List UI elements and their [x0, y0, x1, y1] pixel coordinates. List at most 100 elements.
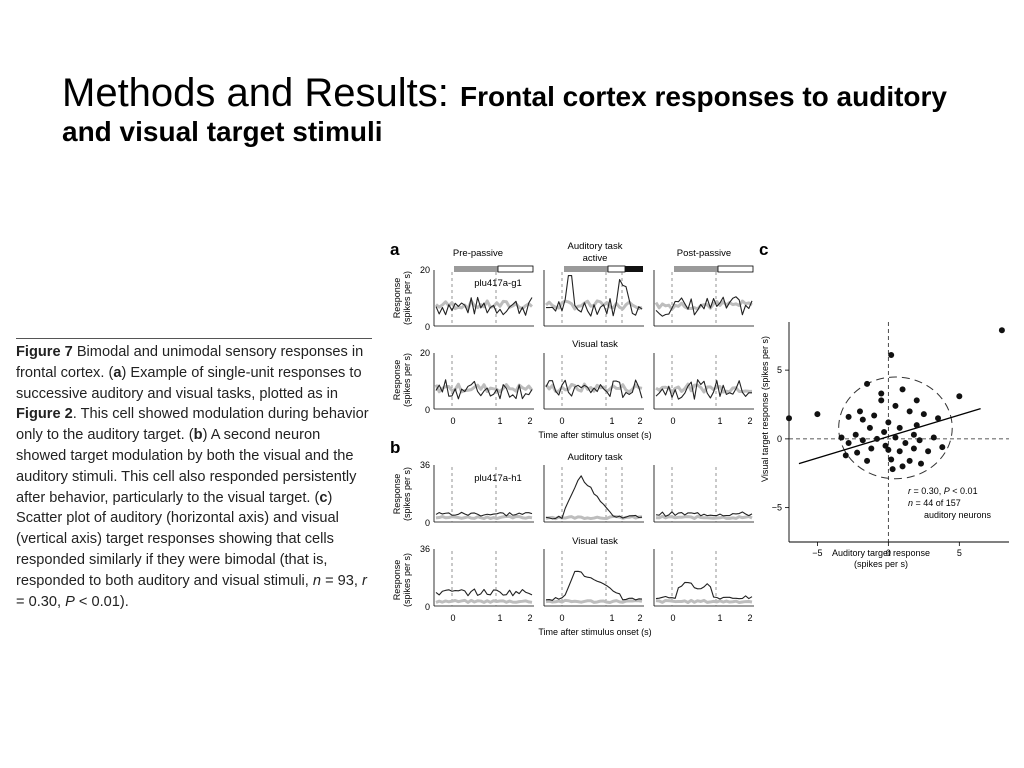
scatter-ytick-label-1: 0 [777, 434, 782, 444]
caption-part-b-text: A second neuron showed target modulation… [16, 427, 357, 506]
scatter-point-23 [845, 440, 852, 446]
scatter-point-1 [786, 415, 792, 422]
trace-panel-a2-post [653, 353, 754, 410]
scatter-xlabel-2: (spikes per s) [854, 559, 908, 569]
scatter-xtick-label-1: 0 [886, 548, 891, 558]
scatter-point-31 [925, 448, 932, 455]
slide-title-sub: Frontal cortex responses to auditory and… [62, 81, 947, 147]
trace-panel-b2-pre-baseline-band [435, 598, 533, 604]
scatter-point-26 [892, 434, 899, 441]
figure-caption: Figure 7 Bimodal and unimodal sensory re… [16, 338, 372, 612]
trace-panel-a2-post-trace [655, 379, 753, 400]
cell-id-b: plu417a-h1 [474, 473, 522, 484]
scatter-ytick-label-0: −5 [772, 503, 782, 513]
stim-bar-aud-gray [564, 266, 608, 272]
stim-bar-aud-white [607, 265, 626, 273]
scatter-point-3 [888, 352, 895, 358]
caption-stat-r-sym: r [362, 572, 367, 589]
trace-panel-b2-aud [543, 549, 644, 607]
trace-panel-a2-pre-trace [435, 379, 533, 400]
caption-stat-n-val: = 93, [321, 572, 363, 589]
scatter-point-14 [906, 408, 913, 415]
trace-panel-b1-pre-baseline-band [435, 514, 533, 521]
scatter-point-21 [852, 431, 859, 438]
trace-panel-a1-post [653, 270, 754, 327]
scatter-point-6 [878, 390, 885, 397]
scatter-point-12 [871, 412, 878, 419]
col-header-auditory: Auditory task [568, 241, 623, 252]
panel-c-scatter: Visual target response (spikes per s) Au… [760, 322, 1009, 569]
xtick-a-2-2: 2 [637, 416, 642, 426]
xtick-b-2-0: 0 [559, 613, 564, 623]
xtick-b-3-2: 2 [747, 613, 752, 623]
scatter-point-35 [868, 445, 875, 452]
panel-b-label: b [390, 438, 400, 457]
xtick-b-1-2: 2 [527, 613, 532, 623]
scatter-point-47 [910, 431, 917, 438]
caption-part-a-text-1: Example of single-unit responses to succ… [16, 364, 362, 402]
trace-panel-a2-aud-baseline-band [544, 382, 643, 394]
scatter-point-42 [889, 466, 896, 473]
trace-panel-b2-aud-baseline-band [545, 598, 643, 605]
ytick-a1-top: 20 [420, 265, 430, 275]
caption-stat-n-sym: n [312, 572, 322, 589]
scatter-point-10 [845, 413, 852, 420]
scatter-confidence-ellipse [838, 376, 953, 480]
trace-panel-a1-aud [543, 270, 644, 327]
scatter-xtick-label-2: 5 [957, 548, 962, 558]
panel-a-label: a [390, 240, 400, 259]
stim-bar-pre-white [497, 265, 534, 273]
trace-panel-a1-pre-trace [435, 296, 533, 316]
trace-panel-a2-aud-trace [545, 379, 643, 399]
svg-text:Response: Response [392, 360, 402, 401]
caption-stat-p-sym: P [65, 593, 75, 610]
caption-part-a-ref: Figure 2 [16, 406, 73, 423]
trace-panel-b2-post-trace [655, 581, 753, 600]
ylabel-a1: Response (spikes per s) [392, 271, 412, 325]
xtick-a-1-0: 0 [450, 416, 455, 426]
stim-bar-post-gray [674, 266, 718, 272]
stim-bar-post-white [717, 265, 754, 273]
caption-part-a-text-2: . This cell showed modulation during beh… [16, 406, 369, 444]
xtick-a-3-1: 1 [717, 416, 722, 426]
scatter-point-8 [892, 402, 899, 409]
xtick-a-1-1: 1 [497, 416, 502, 426]
scatter-point-27 [902, 440, 909, 446]
scatter-point-15 [920, 411, 927, 418]
scatter-point-24 [859, 437, 866, 444]
stim-bar-aud-black [625, 266, 643, 272]
scatter-point-11 [859, 416, 866, 423]
ytick-a2-top: 20 [420, 348, 430, 358]
scatter-point-16 [935, 415, 942, 422]
scatter-ylabel: Visual target response (spikes per s) [760, 336, 770, 482]
trace-panel-a1-post-trace [655, 296, 753, 317]
scatter-point-39 [906, 457, 913, 464]
scatter-point-38 [888, 456, 895, 463]
row-b2-visual-task: Visual task [572, 536, 618, 547]
scatter-point-41 [899, 463, 906, 470]
slide-title: Methods and Results: Frontal cortex resp… [62, 70, 962, 148]
panel-c-label: c [759, 240, 768, 259]
svg-text:(spikes per s): (spikes per s) [402, 553, 412, 607]
ytick-b1-zero: 0 [425, 518, 430, 528]
scatter-point-43 [878, 397, 885, 404]
xtick-b-1-1: 1 [497, 613, 502, 623]
stim-bar-pre-gray [454, 266, 498, 272]
xtick-a-2-0: 0 [559, 416, 564, 426]
svg-text:Response: Response [392, 474, 402, 515]
scatter-point-45 [885, 446, 892, 453]
col-header-active: active [583, 253, 608, 264]
caption-part-b-label: b [193, 427, 203, 444]
trace-panel-b2-post-baseline-band [655, 598, 753, 605]
trace-panel-a2-pre [433, 353, 534, 410]
svg-text:Visual target response (spikes: Visual target response (spikes per s) [760, 336, 770, 482]
scatter-fit-line [798, 408, 981, 465]
scatter-point-19 [881, 429, 888, 435]
xtick-a-1-2: 2 [527, 416, 532, 426]
xtick-b-3-1: 1 [717, 613, 722, 623]
xtick-b-1-0: 0 [450, 613, 455, 623]
caption-figure-label: Figure 7 [16, 344, 73, 360]
trace-panel-b1-pre [433, 465, 534, 523]
scatter-point-25 [874, 435, 880, 442]
trace-panel-b2-pre-trace [435, 588, 533, 597]
